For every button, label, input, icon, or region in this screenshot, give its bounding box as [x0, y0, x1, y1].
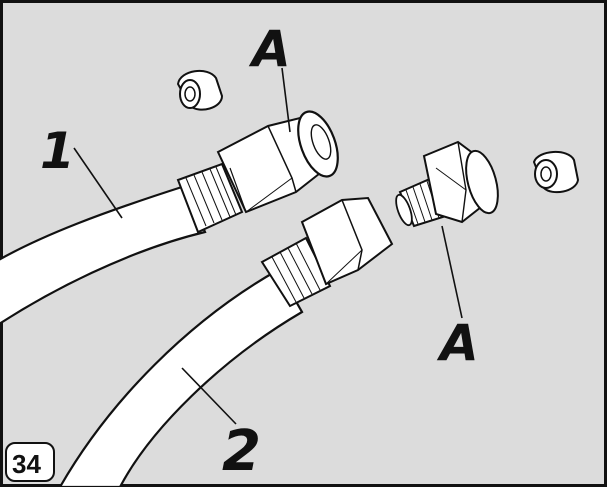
leader-line-2: [181, 367, 237, 425]
label-a-top: A: [248, 20, 291, 78]
label-a-bottom: A: [436, 314, 479, 372]
hose-2-crimp-sleeve: [260, 236, 332, 308]
washer-right: [532, 151, 580, 194]
adapter-fitting: [395, 140, 499, 228]
label-hose-2: 2: [222, 419, 261, 484]
hose-1-fitting-end: [297, 110, 339, 178]
figure-number-badge: 34: [5, 442, 55, 482]
figure-number: 34: [12, 449, 41, 479]
hose-1-crimp-sleeve: [176, 162, 244, 234]
leader-line-a-top: [281, 67, 291, 133]
leader-line-1: [73, 147, 123, 219]
washer-top: [176, 69, 224, 111]
hose-1: [0, 110, 339, 325]
label-hose-1: 1: [40, 122, 75, 180]
hose-2: [58, 196, 394, 487]
hose-2-hex-nut: [300, 196, 394, 286]
leader-line-a-bottom: [441, 225, 463, 319]
